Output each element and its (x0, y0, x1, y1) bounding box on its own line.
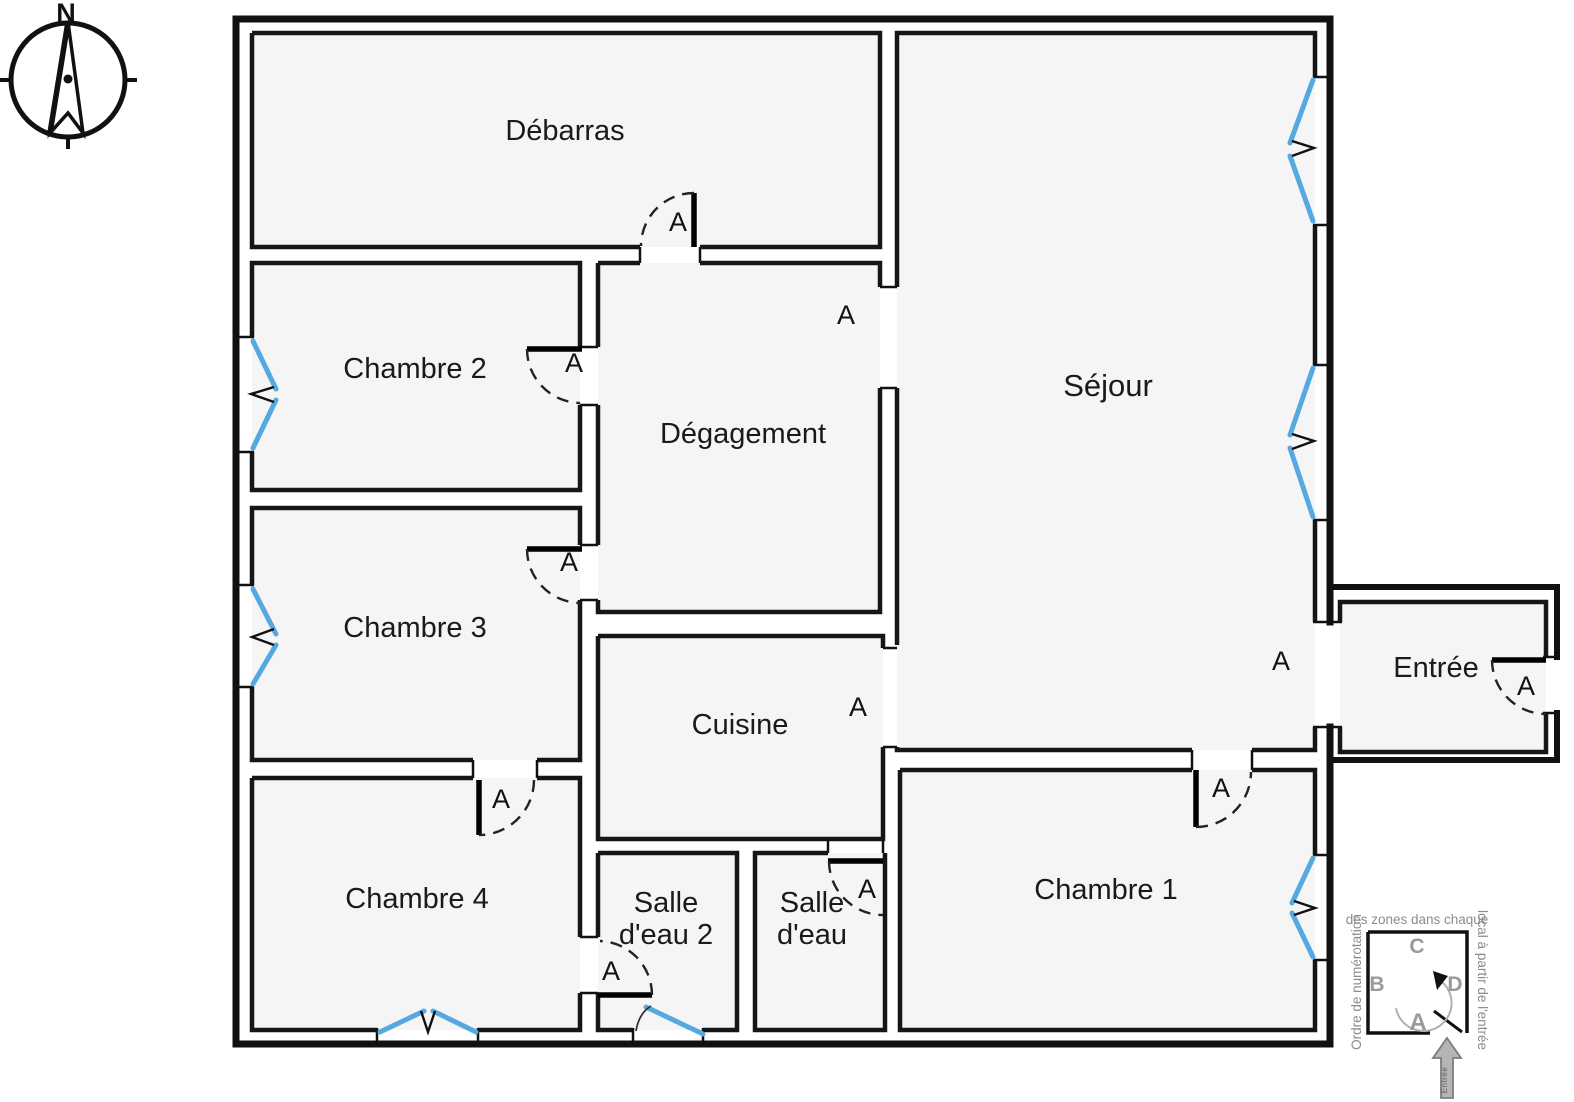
inner-walls (249, 30, 1549, 1033)
room-chambre1 (900, 770, 1315, 1030)
legend-rotation-arrowhead-icon (1433, 971, 1448, 990)
legend-entry-arrow-label: Entrée (1440, 1067, 1449, 1094)
label-cuisine: Cuisine (692, 709, 789, 741)
label-salle-deau-2-line1: Salle (634, 887, 699, 919)
window-chambre3 (250, 586, 279, 687)
door-arc-chambre2 (525, 348, 581, 405)
door-arc-chambre4 (478, 779, 536, 837)
room-salle-deau (755, 853, 885, 1030)
legend-rotation-arrow-arc (1395, 978, 1453, 1032)
walls-chambre1 (897, 767, 1318, 1033)
room-chambre3 (252, 508, 580, 760)
legend-numbering-order: C B D A des zones dans chaque Ordre de n… (1346, 910, 1490, 1099)
compass-north-label: N (56, 0, 76, 28)
window-chambre1 (1289, 855, 1316, 960)
door-arc-entree (1490, 659, 1547, 716)
zone-labels: A A A A A A A A A A A (492, 207, 1535, 986)
compass-center-dot (63, 74, 73, 84)
room-chambre4 (252, 778, 580, 1030)
label-debarras: Débarras (505, 115, 624, 147)
zone-label-chambre1-door: A (1212, 773, 1230, 803)
zone-label-chambre3-door: A (560, 547, 578, 577)
window-chambre2-arrow-icon (247, 385, 275, 404)
legend-caption-left: Ordre de numérotation (1349, 914, 1364, 1050)
zone-label-salle-deau-door: A (858, 874, 876, 904)
legend-letter-a: A (1409, 1009, 1426, 1036)
wall-opening-ticks (238, 75, 1560, 1042)
zone-label-sejour-entree-passage: A (1272, 646, 1290, 676)
door-arc-salle-deau-2 (599, 939, 654, 996)
walls-cuisine (595, 633, 886, 842)
label-chambre1: Chambre 1 (1034, 874, 1177, 906)
legend-door-leaf (1433, 1009, 1463, 1034)
legend-letter-d: D (1447, 973, 1462, 996)
door-arc-chambre3 (525, 548, 581, 605)
compass-needle-west-edge (47, 21, 71, 134)
door-arc-debarras (639, 191, 695, 247)
room-debarras (252, 33, 880, 247)
room-entree (1340, 602, 1546, 752)
window-chambre4 (377, 1008, 479, 1035)
window-door-salle-deau-2-arc (635, 1005, 652, 1032)
zone-label-degagement-passage: A (837, 300, 855, 330)
compass-ticks (0, 78, 137, 149)
compass-north-indicator: N (0, 0, 137, 149)
window-sejour-2 (1287, 365, 1316, 520)
label-chambre3: Chambre 3 (343, 612, 486, 644)
room-fills (252, 33, 1546, 1030)
room-labels: Débarras Chambre 2 Chambre 3 Chambre 4 D… (343, 115, 1478, 951)
walls-sejour (894, 30, 1318, 753)
legend-entry-arrow-icon (1431, 1036, 1463, 1099)
walls-degagement (595, 260, 883, 615)
zone-label-entree-door: A (1517, 671, 1535, 701)
zone-label-cuisine-passage: A (849, 692, 867, 722)
zone-label-chambre4-door: A (492, 784, 510, 814)
door-arc-chambre1 (1195, 771, 1253, 829)
legend-box (1366, 930, 1469, 1035)
legend-letter-c: C (1409, 935, 1424, 958)
window-sejour-1 (1287, 77, 1316, 224)
label-sejour: Séjour (1063, 368, 1153, 403)
windows (247, 77, 1319, 1037)
label-salle-deau-2-line2: d'eau 2 (619, 919, 713, 951)
label-entree: Entrée (1393, 652, 1478, 684)
walls-entree (1337, 599, 1549, 755)
label-chambre2: Chambre 2 (343, 353, 486, 385)
room-degagement (598, 263, 880, 612)
legend-caption-right: local à partir de l'entrée (1475, 910, 1490, 1050)
label-chambre4: Chambre 4 (345, 883, 488, 915)
window-chambre4-arrow-icon (419, 1010, 437, 1036)
legend-letter-b: B (1369, 973, 1384, 996)
outer-wall-main (232, 15, 1334, 1048)
walls-chambre3 (249, 505, 583, 763)
zone-label-debarras-door: A (669, 207, 687, 237)
room-salle-deau-2 (598, 853, 737, 1030)
window-chambre1-arrow-icon (1293, 899, 1319, 917)
label-salle-deau-line2: d'eau (777, 919, 847, 951)
window-sejour-1-arrow-icon (1291, 139, 1318, 158)
door-arc-salle-deau (827, 860, 884, 917)
walls-salle-deau (752, 850, 888, 1033)
zone-label-salle-deau-2-door: A (602, 956, 620, 986)
room-cuisine (598, 636, 883, 839)
legend-caption-top: des zones dans chaque (1346, 912, 1489, 927)
window-chambre3-arrow-icon (248, 627, 275, 647)
window-door-salle-deau-2-open-leaf (643, 1004, 706, 1037)
walls-debarras (249, 30, 883, 250)
zone-label-chambre2-door: A (565, 348, 583, 378)
walls-chambre2 (249, 260, 583, 493)
walls-chambre4 (249, 775, 583, 1033)
window-sejour-2-arrow-icon (1291, 432, 1318, 451)
doors (476, 191, 1547, 998)
outer-wall-entree-extension (1327, 584, 1560, 763)
room-sejour (897, 33, 1315, 750)
label-degagement: Dégagement (660, 418, 826, 450)
window-chambre2 (250, 338, 279, 451)
label-salle-deau-line1: Salle (780, 887, 845, 919)
room-chambre2 (252, 263, 580, 490)
walls-salle-deau-2 (595, 850, 740, 1033)
